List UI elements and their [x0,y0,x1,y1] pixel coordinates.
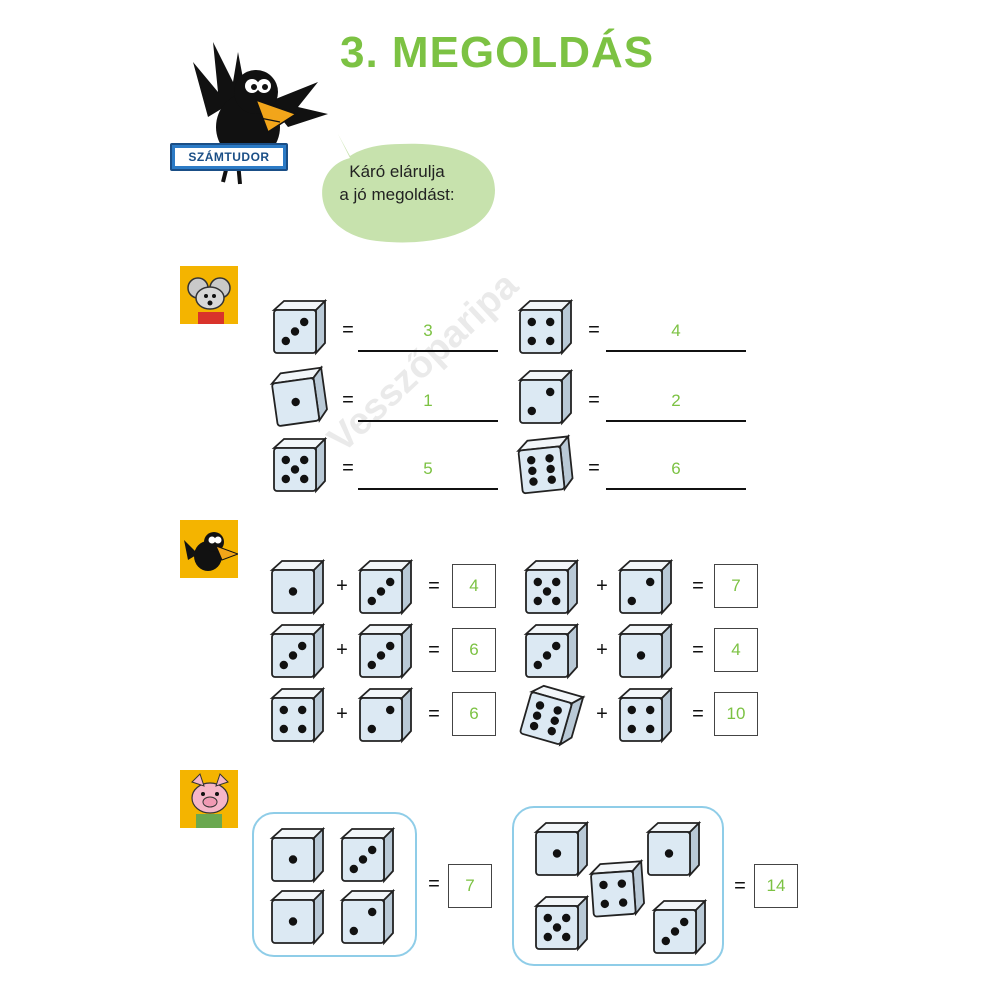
pig-icon [180,770,238,828]
equals-sign: = [428,639,440,661]
die [519,684,586,747]
answer-value: 6 [671,459,681,478]
equals-sign: = [588,389,600,411]
page-title: 3. MEGOLDÁS [340,28,655,77]
equals-sign: = [428,873,440,895]
answer-value: 1 [423,391,433,410]
mouse-icon [180,266,238,324]
die [523,558,580,616]
die [533,820,590,878]
answer-box: 7 [714,564,758,608]
mascot-sign: SZÁMTUDOR [170,143,288,171]
die [357,558,414,616]
plus-sign: + [336,703,348,725]
speech-bubble [322,134,495,243]
answer-box: 6 [452,692,496,736]
sign-label: SZÁMTUDOR [175,148,283,166]
die [651,898,708,956]
watermark: Vesszőparipa [320,264,527,461]
die [517,368,574,426]
die [357,622,414,680]
die [269,888,326,946]
equals-sign: = [588,457,600,479]
die [271,436,328,494]
equals-sign: = [692,575,704,597]
answer-value: 4 [671,321,681,340]
die [617,686,674,744]
die [357,686,414,744]
die [645,820,702,878]
answer-line: 2 [606,388,746,422]
answer-line: 6 [606,456,746,490]
die [617,622,674,680]
die [269,826,326,884]
answer-value: 2 [671,391,681,410]
bubble-line-2: a jó megoldást: [339,185,455,204]
equals-sign: = [692,639,704,661]
die [269,622,326,680]
answer-box: 4 [714,628,758,672]
dice-group-frame-1 [252,812,417,957]
die [516,434,574,495]
answer-line: 1 [358,388,498,422]
answer-box: 4 [452,564,496,608]
equals-sign: = [342,319,354,341]
speech-bubble-text: Káró elárulja a jó megoldást: [318,160,476,206]
die [533,894,590,952]
die [617,558,674,616]
bubble-line-1: Káró elárulja [349,162,445,181]
die [269,686,326,744]
die [269,558,326,616]
answer-box: 14 [754,864,798,908]
equals-sign: = [342,389,354,411]
die [271,298,328,356]
dice-group-frame-2 [512,806,724,966]
die [523,622,580,680]
die [517,298,574,356]
equals-sign: = [428,575,440,597]
die [269,365,328,427]
plus-sign: + [596,639,608,661]
equals-sign: = [734,875,746,897]
die [339,888,396,946]
die [339,826,396,884]
answer-box: 6 [452,628,496,672]
plus-sign: + [336,575,348,597]
answer-line: 3 [358,318,498,352]
answer-line: 5 [358,456,498,490]
plus-sign: + [336,639,348,661]
answer-value: 5 [423,459,433,478]
equals-sign: = [692,703,704,725]
answer-box: 10 [714,692,758,736]
answer-line: 4 [606,318,746,352]
equals-sign: = [342,457,354,479]
equals-sign: = [588,319,600,341]
plus-sign: + [596,575,608,597]
crow-icon [180,520,238,578]
equals-sign: = [428,703,440,725]
die [588,859,645,918]
plus-sign: + [596,703,608,725]
answer-value: 3 [423,321,433,340]
answer-box: 7 [448,864,492,908]
